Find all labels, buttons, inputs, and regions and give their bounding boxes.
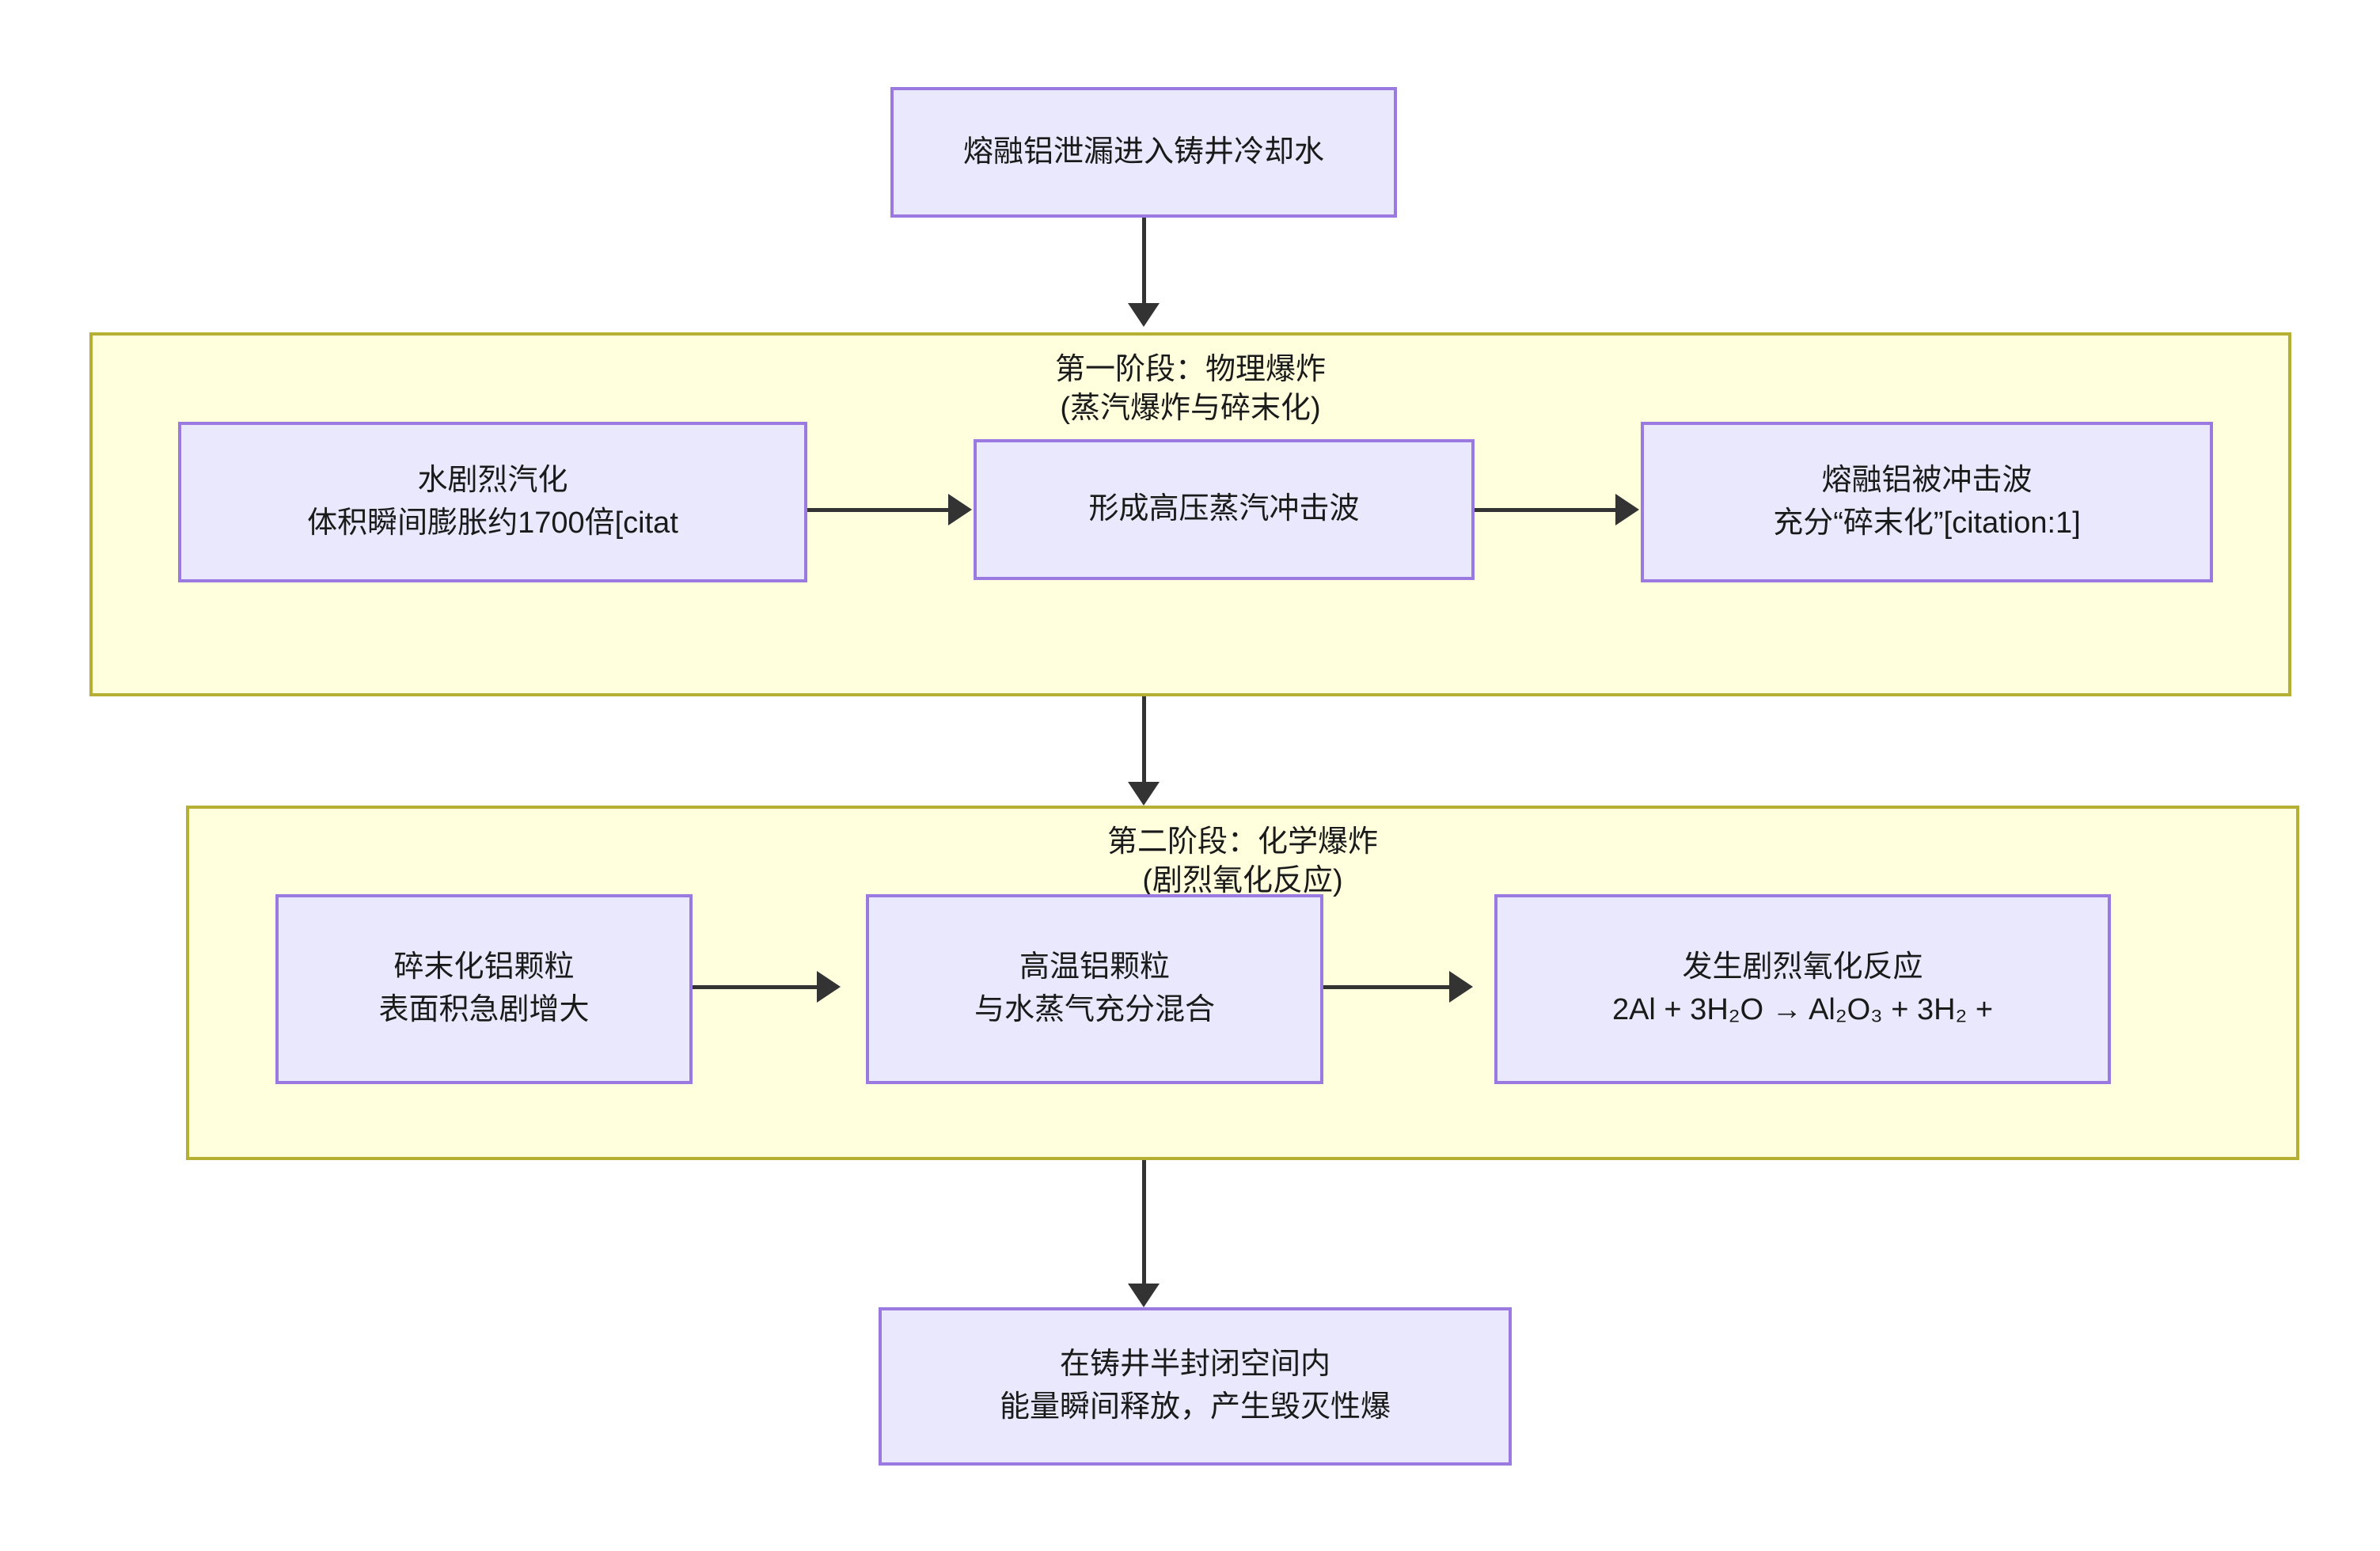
arrow-s2-n1-to-n2 [817,971,841,1003]
node-steam-mixing-line1: 高温铝颗粒 [1019,950,1170,984]
node-oxidation-reaction[interactable]: 发生剧烈氧化反应 2Al + 3H₂O → Al₂O₃ + 3H₂ + [1494,894,2111,1084]
node-fragmented-particles-line2: 表面积急剧增大 [378,993,590,1026]
arrow-stage2-to-end [1128,1284,1160,1307]
node-aluminum-fragmentation-line1: 熔融铝被冲击波 [1821,463,2033,497]
node-steam-mixing-line2: 与水蒸气充分混合 [974,993,1215,1026]
node-aluminum-fragmentation-line2: 充分“碎末化”[citation:1] [1773,506,2081,540]
node-steam-mixing[interactable]: 高温铝颗粒与水蒸气充分混合 [866,894,1323,1084]
edge-stage2-to-end [1142,1160,1146,1287]
arrow-s2-n2-to-n3 [1449,971,1473,1003]
arrow-start-to-stage1 [1128,303,1160,327]
edge-start-to-stage1 [1142,218,1146,305]
node-destructive-explosion[interactable]: 在铸井半封闭空间内能量瞬间释放，产生毁灭性爆 [879,1307,1512,1466]
node-steam-shockwave[interactable]: 形成高压蒸汽冲击波 [974,439,1475,580]
arrow-s1-n1-to-n2 [948,494,972,525]
node-label: 水剧烈汽化体积瞬间膨胀约1700倍[citat [307,460,678,545]
node-label: 发生剧烈氧化反应 2Al + 3H₂O → Al₂O₃ + 3H₂ + [1612,946,1993,1032]
arrow-s1-n2-to-n3 [1615,494,1639,525]
node-label: 在铸井半封闭空间内能量瞬间释放，产生毁灭性爆 [1000,1344,1391,1429]
edge-s2-n1-to-n2 [693,985,819,989]
node-molten-aluminum-leak[interactable]: 熔融铝泄漏进入铸井冷却水 [890,87,1397,218]
node-label: 高温铝颗粒与水蒸气充分混合 [974,946,1215,1032]
edge-s1-n2-to-n3 [1475,508,1619,512]
node-destructive-explosion-line2: 能量瞬间释放，产生毁灭性爆 [999,1390,1391,1424]
node-fragmented-particles[interactable]: 碎末化铝颗粒表面积急剧增大 [275,894,693,1084]
node-fragmented-particles-line1: 碎末化铝颗粒 [393,950,575,984]
arrow-stage1-to-stage2 [1128,782,1160,806]
edge-s2-n2-to-n3 [1323,985,1452,989]
node-oxidation-reaction-line1: 发生剧烈氧化反应 [1682,950,1923,984]
node-water-vaporization-line2: 体积瞬间膨胀约1700倍[citat [307,506,678,540]
node-aluminum-fragmentation[interactable]: 熔融铝被冲击波充分“碎末化”[citation:1] [1641,422,2213,582]
node-destructive-explosion-line1: 在铸井半封闭空间内 [1059,1348,1330,1382]
edge-s1-n1-to-n2 [807,508,951,512]
node-label: 碎末化铝颗粒表面积急剧增大 [378,946,589,1032]
node-label: 熔融铝被冲击波充分“碎末化”[citation:1] [1773,460,2081,545]
node-label: 熔融铝泄漏进入铸井冷却水 [962,135,1324,169]
edge-stage1-to-stage2 [1142,696,1146,783]
node-water-vaporization-line1: 水剧烈汽化 [417,463,568,497]
node-water-vaporization[interactable]: 水剧烈汽化体积瞬间膨胀约1700倍[citat [178,422,807,582]
node-steam-shockwave-label: 形成高压蒸汽冲击波 [1088,492,1360,526]
node-oxidation-reaction-line2: 2Al + 3H₂O → Al₂O₃ + 3H₂ + [1611,993,1994,1026]
